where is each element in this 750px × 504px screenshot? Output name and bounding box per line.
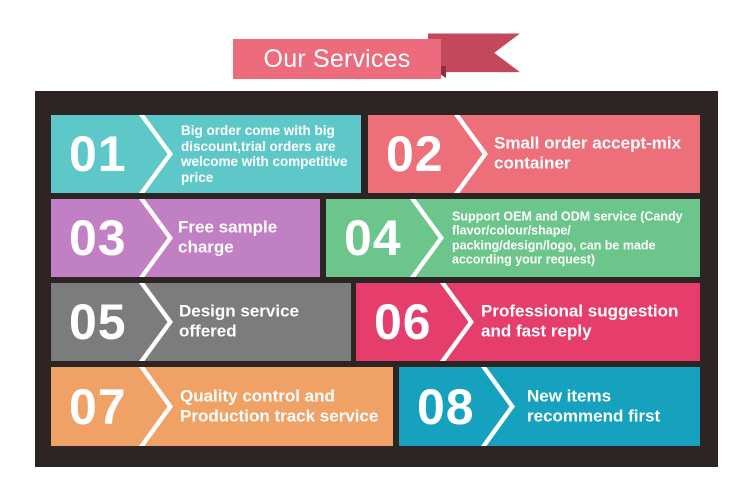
- chevron-right-icon: [454, 115, 488, 193]
- chevron-right-icon: [139, 199, 173, 277]
- service-number: 07: [69, 378, 127, 435]
- service-text: Design service offered: [179, 301, 300, 341]
- service-tile-08: 08 New items recommend first: [399, 367, 700, 446]
- service-text: Support OEM and ODM service (Candy flavo…: [452, 209, 683, 267]
- service-text: Big order come with big discount,trial o…: [181, 122, 348, 185]
- chevron-right-icon: [139, 283, 173, 361]
- service-text: New items recommend first: [527, 386, 661, 426]
- service-tile-04: 04 Support OEM and ODM service (Candy fl…: [326, 199, 700, 277]
- service-number: 02: [386, 126, 444, 182]
- chevron-right-icon: [440, 283, 474, 361]
- page-title: Our Services: [233, 39, 441, 79]
- service-text: Professional suggestion and fast reply: [481, 301, 679, 341]
- service-tile-01: 01 Big order come with big discount,tria…: [51, 115, 361, 193]
- service-tile-02: 02 Small order accept-mix container: [368, 115, 700, 193]
- service-number: 03: [69, 210, 127, 266]
- service-text: Quality control and Production track ser…: [180, 386, 379, 426]
- chevron-right-icon: [481, 367, 515, 446]
- service-tile-05: 05 Design service offered: [51, 283, 351, 361]
- chevron-right-icon: [139, 115, 173, 193]
- chevron-right-icon: [139, 367, 173, 446]
- service-number: 01: [69, 126, 127, 182]
- service-text: Small order accept-mix container: [494, 133, 682, 173]
- service-tile-06: 06 Professional suggestion and fast repl…: [356, 283, 700, 361]
- service-number: 06: [374, 294, 432, 350]
- service-tile-07: 07 Quality control and Production track …: [51, 367, 393, 446]
- service-number: 08: [417, 378, 475, 435]
- chevron-right-icon: [410, 199, 444, 277]
- service-tile-03: 03 Free sample charge: [51, 199, 320, 277]
- service-number: 04: [344, 210, 402, 266]
- service-text: Free sample charge: [178, 217, 278, 257]
- service-number: 05: [69, 294, 127, 350]
